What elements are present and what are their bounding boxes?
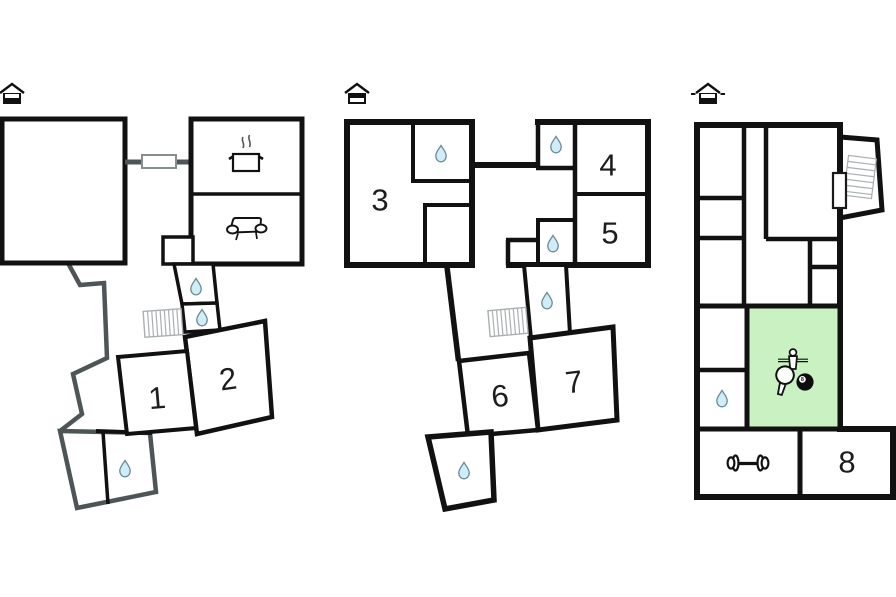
stairs-icon [142, 307, 184, 339]
door-marker [141, 154, 177, 169]
inner-walls [697, 125, 840, 373]
room-3-block [344, 119, 475, 268]
water-drop-icon [541, 291, 553, 310]
foosball-player-icon [778, 348, 808, 370]
bathroom-walls [535, 122, 575, 171]
stove-pot-icon [228, 134, 264, 173]
water-drop-icon [458, 461, 470, 480]
bathroom-walls [411, 122, 472, 183]
kitchen-living-block [188, 116, 305, 267]
room-6 [456, 350, 541, 439]
floor-plan-basement: 8 8 [691, 82, 896, 500]
room-1 [115, 348, 199, 437]
room-2-label: 2 [217, 360, 239, 397]
annex-divider-wall [101, 431, 110, 505]
stairs-icon [487, 306, 529, 338]
room-5-label: 5 [601, 216, 618, 251]
inner-walls-heavy [697, 303, 893, 497]
room-3-label: 3 [371, 183, 388, 218]
small-room [161, 235, 195, 266]
floor-plan-ground: 1 2 [0, 82, 305, 511]
large-room [0, 116, 128, 266]
hallway-outer-wall [58, 261, 110, 433]
floor-indicator-basement-icon [691, 82, 725, 104]
bathroom-walls [536, 218, 575, 265]
table-tennis-paddle-icon [775, 365, 795, 397]
water-drop-icon [435, 144, 447, 163]
hall-left-wall [443, 262, 462, 362]
room-6-label: 6 [490, 378, 511, 415]
floor-indicator-upper-icon [344, 82, 370, 104]
room-7-label: 7 [563, 364, 584, 401]
water-drop-icon [119, 459, 131, 478]
inner-room-walls [423, 203, 472, 265]
water-drop-icon [190, 277, 202, 296]
dumbbell-icon [726, 454, 770, 472]
water-drop-icon [547, 234, 559, 253]
water-drop-icon [550, 135, 562, 154]
room-8-label: 8 [838, 445, 855, 480]
floor-indicator-ground-icon [0, 82, 25, 104]
water-drop-icon [716, 389, 728, 408]
floor-plan-upper: 3 4 5 6 7 [344, 82, 651, 513]
room-4-label: 4 [599, 148, 616, 183]
room-1-label: 1 [147, 380, 167, 416]
closet-walls [505, 237, 538, 265]
water-drop-icon [196, 308, 208, 327]
door-marker [831, 171, 848, 210]
billiard-ball-icon: 8 [796, 373, 814, 391]
sofa-icon [226, 217, 268, 241]
billiard-ball-number: 8 [801, 377, 804, 383]
